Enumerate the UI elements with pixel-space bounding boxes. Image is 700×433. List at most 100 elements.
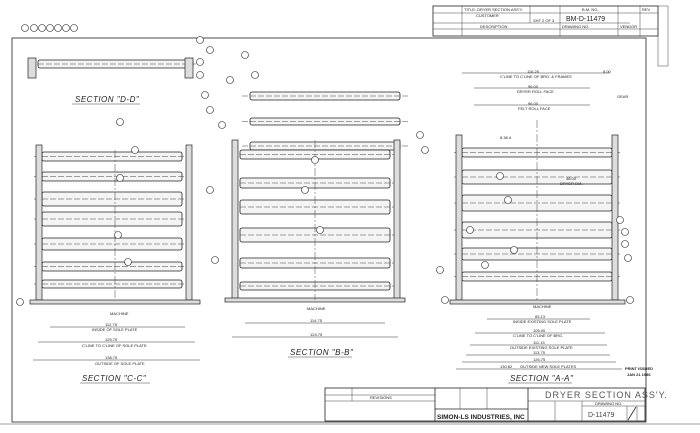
dim-value: 138.75 [105, 355, 118, 360]
dim-note: OUTSIDE NEW SOLE PLATES [520, 364, 576, 369]
item-balloon [38, 24, 46, 32]
item-balloon [46, 24, 54, 32]
revisions-label: REVISIONS [370, 395, 392, 400]
drawing-title: DRYER SECTION ASS'Y. [545, 390, 668, 400]
frames-layer [27, 57, 626, 305]
item-balloon [436, 266, 444, 274]
section-c-label: SECTION "C-C" [82, 374, 147, 383]
item-balloon [124, 258, 132, 266]
item-balloon [621, 240, 629, 248]
dryer-diameter: 48.00 [566, 176, 577, 181]
item-balloon [206, 106, 214, 114]
side-frame [35, 144, 43, 301]
dim-value: 111.13 [533, 340, 545, 345]
company-name: SIMON-LS INDUSTRIES, INC [437, 414, 525, 421]
dim-note: INSIDE EXISTING SOLE PLATE [513, 319, 572, 324]
dim-value: 105.00 [533, 328, 546, 333]
sole-plate [29, 299, 201, 305]
description-label: DESCRIPTION [480, 24, 507, 29]
item-balloon [196, 36, 204, 44]
item-balloon [116, 174, 124, 182]
dim-note: C'LINE TO C'LINE OF BRG. [513, 333, 563, 338]
item-balloon [201, 91, 209, 99]
item-balloon [311, 156, 319, 164]
item-balloon [206, 46, 214, 54]
item-balloon [466, 226, 474, 234]
dim-value: 112.75 [105, 322, 118, 327]
dim-value: 114.75 [310, 318, 323, 323]
sheet-text: SHT 2 OF 3 [533, 18, 555, 23]
item-balloon [54, 24, 62, 32]
side-frame [231, 139, 239, 301]
side-frame [27, 57, 37, 79]
gear-offset: 8.00 [603, 69, 612, 74]
gear-label: GEAR [617, 94, 628, 99]
item-balloon [504, 196, 512, 204]
item-balloon [496, 172, 504, 180]
item-balloon [626, 296, 634, 304]
customer-label: CUSTOMER [476, 13, 499, 18]
dim-note: DRYER ROLL FACE [517, 89, 554, 94]
drawing-border [11, 37, 647, 423]
item-balloon [624, 254, 632, 262]
item-balloon [301, 186, 309, 194]
item-balloon [21, 24, 29, 32]
svg-text:PRINT ISSUED: PRINT ISSUED [625, 366, 653, 371]
item-balloon [241, 51, 249, 59]
dim-note: FELT ROLL FACE [518, 106, 551, 111]
item-balloon [510, 246, 518, 254]
dim-note: C'LINE TO C'LINE OF SOLE PLATE [82, 343, 147, 348]
dryer-diameter-note: DRYER DIA. [560, 181, 583, 186]
drawing-number: D-11479 [588, 412, 614, 419]
side-frame [611, 134, 619, 301]
top-title-block: TITLE: DRYER SECTION ASS'Y. CUSTOMER SHT… [432, 5, 669, 67]
vendor-label: VENDOR [620, 24, 637, 29]
item-balloon [206, 186, 214, 194]
rev-label: REV [642, 7, 651, 12]
section-c-dimensions: MACHINE 112.75 INSIDE OF SOLE PLATE 125.… [33, 311, 200, 384]
roll-diameter: 8.38 # [500, 135, 512, 140]
dim-value: 116.25 [527, 69, 540, 74]
dim-value: 126.75 [533, 357, 546, 362]
dim-value: 124.75 [310, 332, 323, 337]
item-balloon [62, 24, 70, 32]
item-balloon [116, 118, 124, 126]
item-balloon [621, 228, 629, 236]
dim-value: 96.00 [528, 101, 539, 106]
sole-plate [449, 299, 626, 305]
bottom-title-block: REVISIONS SIMON-LS INDUSTRIES, INC DRYER… [324, 387, 668, 422]
item-balloon [70, 24, 78, 32]
section-b-dimensions: MACHINE 114.75 124.75 SECTION "B-B" [232, 306, 398, 358]
dim-value: 83.13 [535, 314, 546, 319]
item-balloon [616, 216, 624, 224]
item-balloon [131, 146, 139, 154]
dim-value: 130.62 [500, 364, 513, 369]
dim-note: INSIDE OF SOLE PLATE [92, 327, 138, 332]
svg-text:JAN 21 1986: JAN 21 1986 [627, 372, 651, 377]
side-frame [184, 57, 194, 79]
item-balloon [196, 58, 204, 66]
dim-value: 96.00 [528, 84, 539, 89]
item-balloon [16, 298, 24, 306]
item-balloon [114, 231, 122, 239]
item-balloon [251, 71, 259, 79]
section-b-label: SECTION "B-B" [290, 348, 354, 357]
drawing-no-label: DRAWING NO. [562, 24, 589, 29]
item-balloon [481, 261, 489, 269]
title-text: TITLE: DRYER SECTION ASS'Y. [464, 7, 523, 12]
section-a-label: SECTION "A-A" [510, 374, 574, 383]
dim-note: OUTSIDE EXISTING SOLE PLATE [510, 345, 573, 350]
dim-note: OUTSIDE OF SOLE PLATE [95, 361, 145, 366]
side-frame [455, 134, 463, 301]
dim-value: 113.75 [533, 350, 546, 355]
item-balloon [316, 226, 324, 234]
item-balloon [226, 76, 234, 84]
print-issued-stamp: PRINT ISSUED JAN 21 1986 [625, 366, 653, 377]
drawing-no-label: DRAWING NO. [595, 401, 622, 406]
side-frame [185, 144, 193, 301]
item-balloon [421, 146, 429, 154]
item-balloon [441, 296, 449, 304]
machine-label: MACHINE [110, 311, 129, 316]
item-balloon [30, 24, 38, 32]
